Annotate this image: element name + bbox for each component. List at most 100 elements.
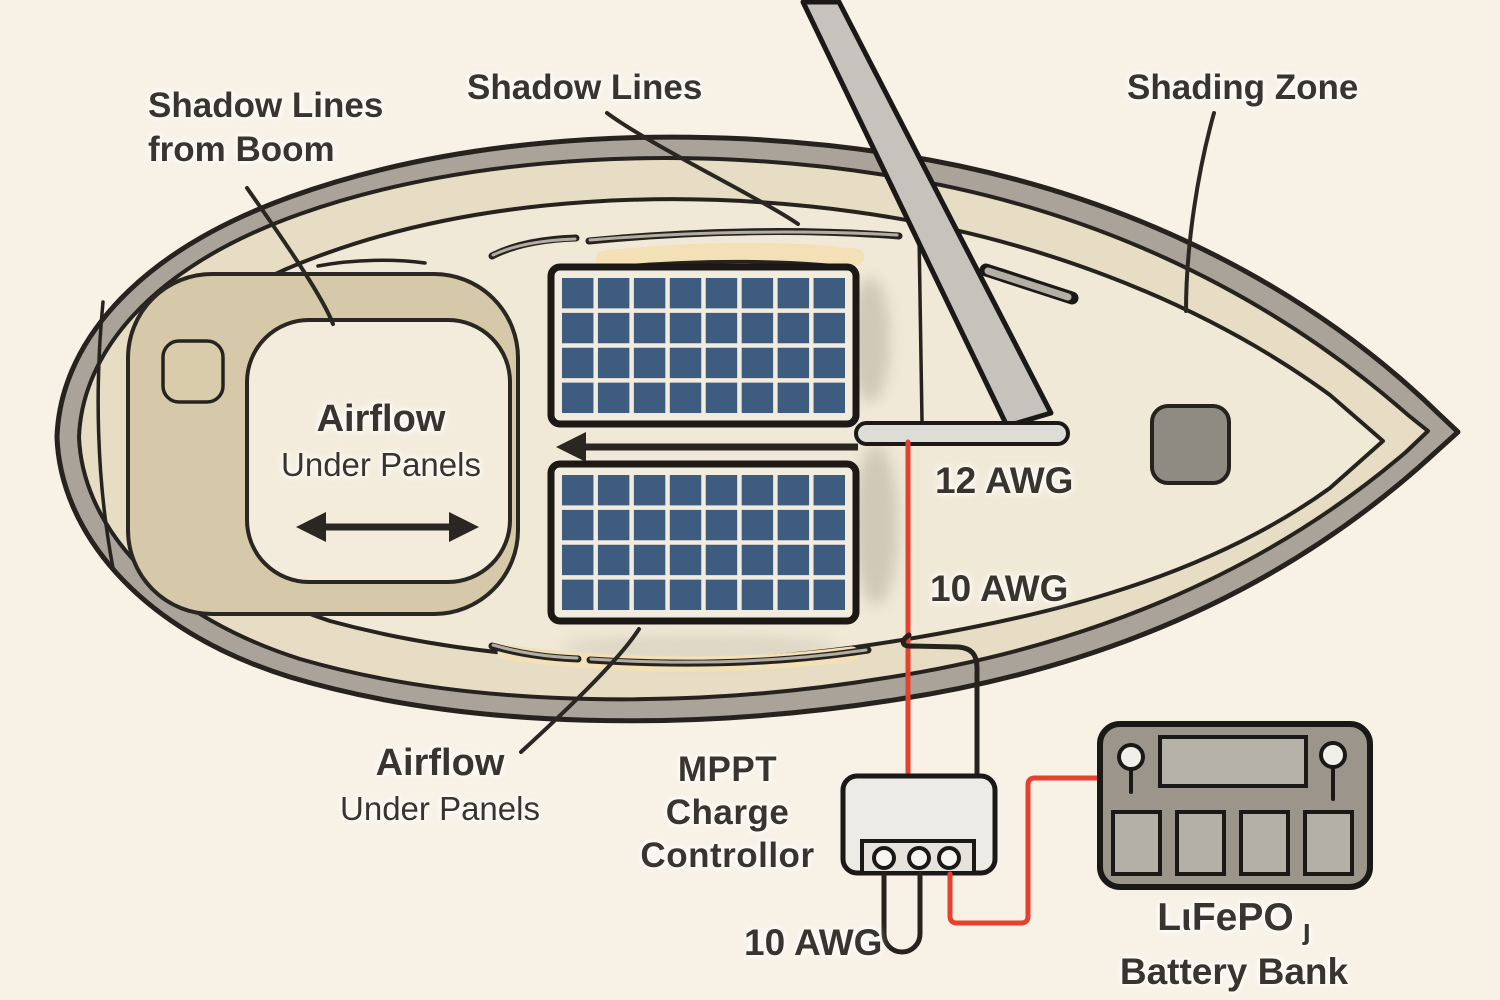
- label-10-awg-battery: 10 AWG: [744, 922, 883, 963]
- battery-name-subscript: ȷ: [1302, 914, 1311, 946]
- leader-shadow-lines: [605, 111, 800, 226]
- solar-cell: [562, 382, 594, 414]
- solar-cell: [777, 347, 810, 379]
- rigging-stay-line: [917, 232, 924, 423]
- arrowhead-left: [556, 432, 586, 462]
- solar-cell: [562, 579, 594, 611]
- solar-cell: [741, 475, 774, 506]
- solar-cell: [562, 475, 594, 506]
- solar-cell: [777, 382, 810, 414]
- stern-deck-line: [96, 300, 115, 570]
- battery-cell: [1111, 810, 1162, 876]
- solar-cell: [741, 382, 774, 414]
- solar-cell: [562, 312, 594, 344]
- solar-panel-frame: [547, 460, 860, 625]
- solar-cell: [741, 312, 774, 344]
- arrowhead-left: [296, 512, 326, 542]
- solar-cell: [813, 509, 845, 541]
- controller-terminal-3: [937, 846, 961, 870]
- solar-cell: [562, 278, 594, 309]
- solar-cell: [633, 312, 666, 344]
- battery-negative-loop-wire: [881, 871, 923, 955]
- solar-cell: [562, 544, 594, 576]
- solar-cell: [669, 312, 702, 344]
- solar-cell: [669, 475, 702, 506]
- solar-cell: [633, 544, 666, 576]
- battery-cell: [1239, 810, 1290, 876]
- solar-cell: [705, 312, 738, 344]
- label-mppt-charge-controller: MPPT Charge Controllor: [625, 748, 830, 877]
- solar-cell: [705, 347, 738, 379]
- solar-cell: [597, 382, 630, 414]
- solar-cell: [705, 579, 738, 611]
- solar-cell: [813, 579, 845, 611]
- solar-cell: [705, 544, 738, 576]
- battery-label-plate: [1158, 735, 1308, 788]
- label-line: Charge: [665, 793, 790, 832]
- solar-cell: [633, 579, 666, 611]
- solar-cell: [669, 579, 702, 611]
- solar-cell: [813, 544, 845, 576]
- solar-cell: [633, 509, 666, 541]
- solar-cell: [633, 278, 666, 309]
- solar-cell: [669, 347, 702, 379]
- toerail-top-left-fill: [491, 237, 577, 257]
- solar-cell: [597, 509, 630, 541]
- solar-cell: [813, 312, 845, 344]
- mast: [800, 0, 1054, 429]
- label-line: Shadow Lines: [148, 86, 384, 125]
- label-shadow-lines-from-boom: Shadow Lines from Boom: [148, 84, 383, 172]
- deck-run-arrow: [556, 432, 858, 462]
- solar-cell: [597, 312, 630, 344]
- solar-cell: [669, 278, 702, 309]
- solar-panel-cells: [562, 278, 845, 414]
- airflow-subtitle: Under Panels: [281, 446, 481, 483]
- solar-cell: [705, 509, 738, 541]
- solar-cell: [597, 475, 630, 506]
- solar-cell: [813, 347, 845, 379]
- boom: [854, 421, 1070, 446]
- battery-name-line2: Battery Bank: [1119, 951, 1349, 992]
- battery-name-main: LιFePO: [1157, 896, 1294, 939]
- solar-panel-frame: [547, 263, 860, 428]
- solar-cell: [562, 347, 594, 379]
- solar-panel-cells: [562, 475, 845, 611]
- solar-cell: [597, 347, 630, 379]
- label-10-awg: 10 AWG: [930, 568, 1069, 609]
- arrowhead-right: [449, 512, 479, 542]
- solar-cell: [777, 312, 810, 344]
- solar-panel-top: [547, 263, 860, 428]
- airflow-title: Airflow: [375, 742, 505, 784]
- solar-cell: [669, 544, 702, 576]
- leader-shading-zone: [1184, 111, 1216, 313]
- negative-wire-black: [900, 632, 980, 776]
- solar-cell: [705, 475, 738, 506]
- label-line: from Boom: [148, 130, 335, 169]
- solar-cell: [669, 509, 702, 541]
- cockpit-well: [245, 318, 512, 584]
- deck-highlight-top: [595, 242, 865, 268]
- solar-cell: [777, 544, 810, 576]
- battery-bank: [1097, 721, 1373, 890]
- solar-cell: [813, 382, 845, 414]
- solar-cell: [741, 278, 774, 309]
- airflow-arrow: [296, 512, 479, 542]
- label-shading-zone: Shading Zone: [1127, 68, 1359, 107]
- airflow-subtitle: Under Panels: [340, 790, 540, 827]
- solar-cell: [597, 544, 630, 576]
- controller-terminal-2: [907, 846, 931, 870]
- solar-cell: [597, 278, 630, 309]
- leader-airflow-deck: [519, 627, 641, 754]
- solar-cell: [633, 382, 666, 414]
- bow-hatch: [1150, 404, 1231, 485]
- toerail-bottom-left-fill: [491, 643, 579, 660]
- label-12-awg: 12 AWG: [935, 460, 1074, 501]
- battery-terminal-negative: [1319, 741, 1347, 769]
- label-line: Controllor: [640, 836, 815, 875]
- solar-cell: [777, 579, 810, 611]
- toerail-bottom-fill: [589, 648, 868, 664]
- solar-cell: [741, 347, 774, 379]
